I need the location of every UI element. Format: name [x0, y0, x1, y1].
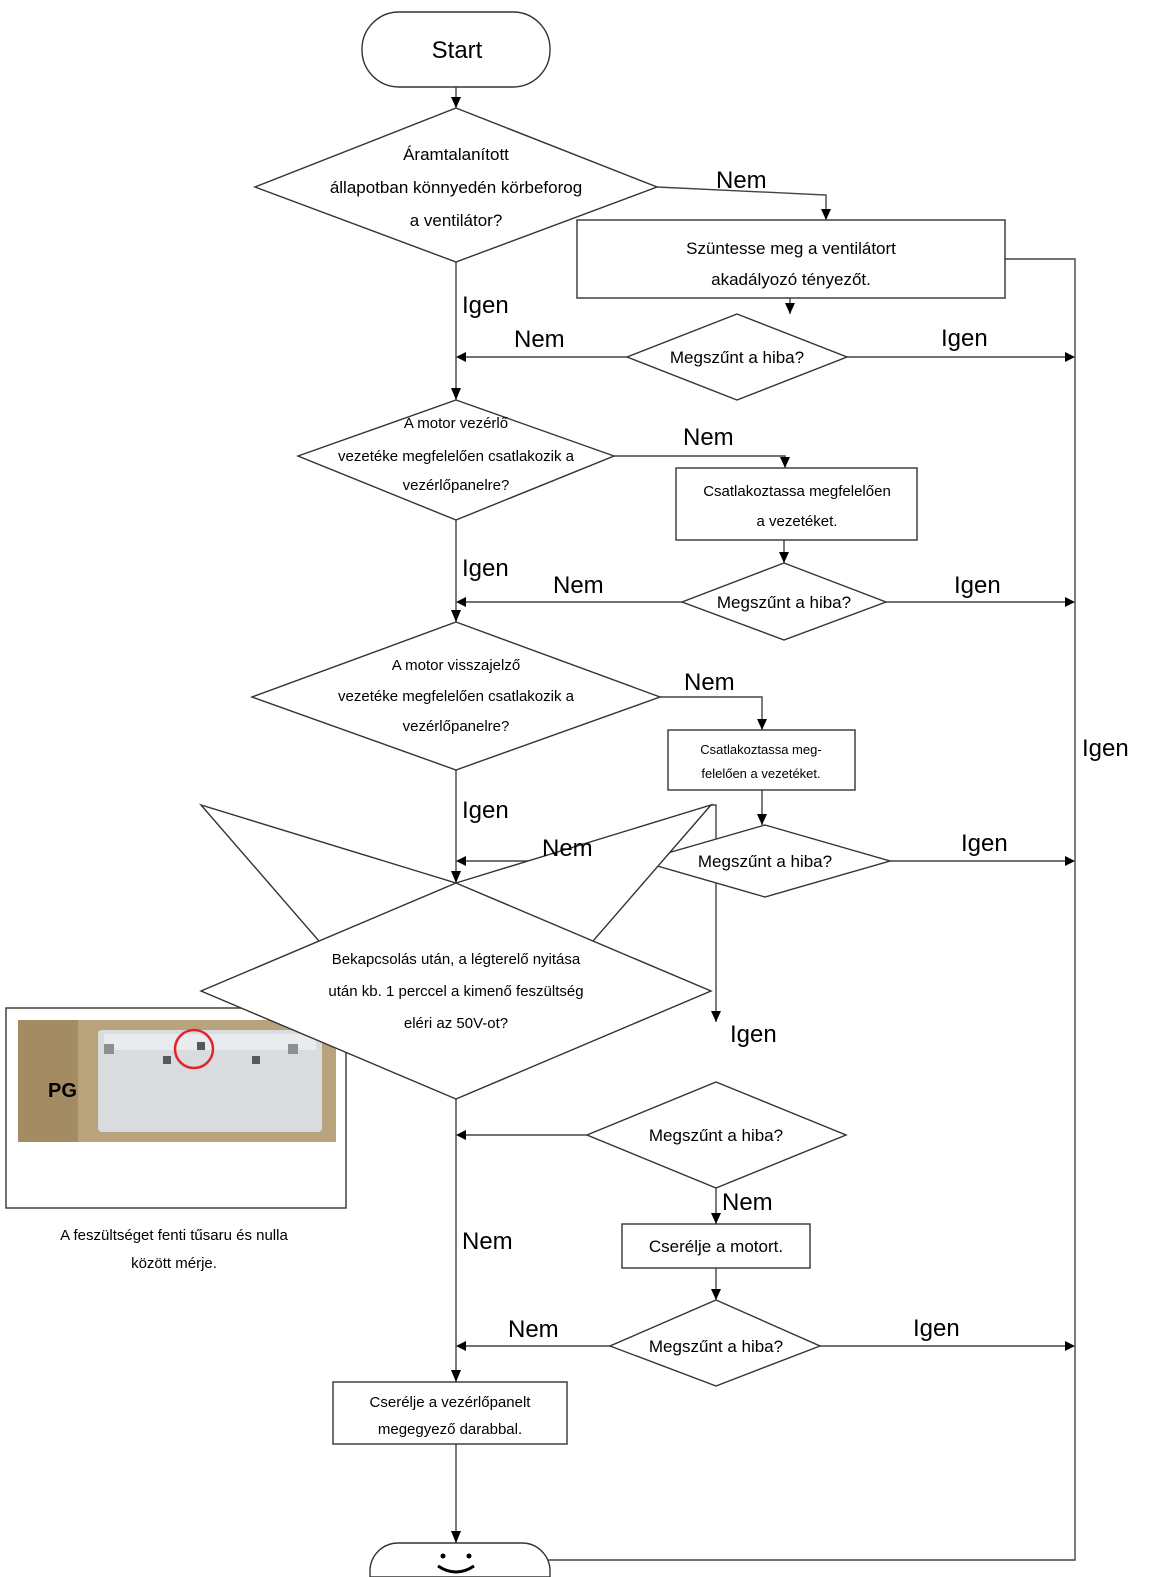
action-connect-wire-1: Csatlakoztassa megfelelően a vezetéket.: [675, 467, 918, 541]
label-nem-q1: Nem: [716, 167, 767, 194]
q1-line-1: Áramtalanított: [403, 145, 509, 164]
label-nem-q4: Nem: [462, 1228, 513, 1255]
d4-text: Megszűnt a hiba?: [649, 1126, 783, 1145]
a2-line-2: a vezetéket.: [757, 513, 838, 530]
label-nem-d4: Nem: [722, 1189, 773, 1216]
decision-q4-shape: [199, 882, 713, 1100]
label-igen-d5: Igen: [913, 1315, 960, 1342]
connector-photo-pin-1: [104, 1044, 114, 1054]
action-remove-obstruction: Szüntesse meg a ventilátort akadályozó t…: [576, 219, 1006, 299]
label-igen-right-bus: Igen: [1082, 735, 1129, 762]
decision-feedback-wire-connected: A motor visszajelző vezetéke megfelelően…: [249, 621, 663, 771]
label-igen-d3: Igen: [961, 830, 1008, 857]
q4-line-2: után kb. 1 perccel a kimenő feszültség: [328, 983, 583, 1000]
a5-line-2: megegyező darabbal.: [378, 1421, 522, 1438]
label-nem-d3: Nem: [542, 835, 593, 862]
photo-pg-label: PG: [48, 1080, 77, 1102]
a1-line-1: Szüntesse meg a ventilátort: [686, 239, 896, 258]
decision-fan-spins-freely: Áramtalanított állapotban könnyedén körb…: [253, 107, 659, 263]
d1-text: Megszűnt a hiba?: [670, 348, 804, 367]
connector-photo-housing-top: [104, 1034, 316, 1050]
photo-caption: A feszültséget fenti tűsaru és nulla köz…: [60, 1227, 288, 1272]
end-terminal: [369, 1542, 551, 1577]
branch-labels: Nem Igen Nem Igen Nem Igen Nem Igen Nem …: [462, 167, 1129, 1343]
start-terminal: Start: [361, 11, 551, 88]
connector-photo: PG: [5, 1007, 347, 1209]
action-replace-motor: Cserélje a motort.: [621, 1223, 811, 1269]
d2-text: Megszűnt a hiba?: [717, 593, 851, 612]
label-igen-q3: Igen: [462, 797, 509, 824]
label-igen-q1: Igen: [462, 292, 509, 319]
a3-line-1: Csatlakoztassa meg-: [700, 742, 821, 757]
label-nem-q3: Nem: [684, 669, 735, 696]
q4-line-3: eléri az 50V-ot?: [404, 1015, 508, 1032]
label-nem-d2: Nem: [553, 572, 604, 599]
label-nem-q2: Nem: [683, 424, 734, 451]
end-smiley-eye-right: [466, 1553, 472, 1559]
q4-text: Bekapcsolás után, a légterelő nyitása ut…: [328, 951, 583, 1032]
decision-error-resolved-3: Megszűnt a hiba?: [637, 824, 893, 898]
highlight-circle: [173, 1028, 215, 1070]
a1-line-2: akadályozó tényezőt.: [711, 270, 871, 289]
q1-line-2: állapotban könnyedén körbeforog: [330, 178, 582, 197]
photo-caption-line-2: között mérje.: [131, 1255, 217, 1272]
q1-line-3: a ventilátor?: [410, 211, 503, 230]
action-connect-wire-2: Csatlakoztassa meg- felelően a vezetéket…: [667, 729, 856, 791]
start-label: Start: [432, 37, 483, 64]
label-igen-q4: Igen: [730, 1021, 777, 1048]
connector-photo-dark-left: [18, 1020, 78, 1142]
action-replace-control-panel: Cserélje a vezérlőpanelt megegyező darab…: [332, 1381, 568, 1445]
a5-line-1: Cserélje a vezérlőpanelt: [370, 1394, 532, 1411]
connector-photo-pin-4: [252, 1056, 260, 1064]
q3-line-2: vezetéke megfelelően csatlakozik a: [338, 688, 575, 705]
q3-line-3: vezérlőpanelre?: [403, 718, 510, 735]
decision-error-resolved-1: Megszűnt a hiba?: [625, 313, 849, 401]
connector-photo-pin-2: [163, 1056, 171, 1064]
decision-error-resolved-2: Megszűnt a hiba?: [680, 562, 888, 641]
connector-photo-pin-5: [288, 1044, 298, 1054]
a4-text: Cserélje a motort.: [649, 1237, 783, 1256]
a3-line-2: felelően a vezetéket.: [701, 766, 820, 781]
decision-error-resolved-4: Megszűnt a hiba?: [585, 1081, 848, 1189]
d3-text: Megszűnt a hiba?: [698, 852, 832, 871]
label-igen-q2: Igen: [462, 555, 509, 582]
q2-line-3: vezérlőpanelre?: [403, 477, 510, 494]
end-smiley-eye-left: [440, 1553, 446, 1559]
q4-line-1: Bekapcsolás után, a légterelő nyitása: [332, 951, 581, 968]
label-nem-d5: Nem: [508, 1316, 559, 1343]
a2-line-1: Csatlakoztassa megfelelően: [703, 483, 891, 500]
connector-photo-pin-3: [197, 1042, 205, 1050]
label-nem-d1: Nem: [514, 326, 565, 353]
label-igen-d2: Igen: [954, 572, 1001, 599]
decision-control-wire-connected: A motor vezérlő vezetéke megfelelően csa…: [296, 399, 616, 521]
end-smiley-mouth: [437, 1564, 475, 1574]
decision-error-resolved-5: Megszűnt a hiba?: [608, 1299, 822, 1387]
q2-line-2: vezetéke megfelelően csatlakozik a: [338, 448, 575, 465]
connector-photo-housing: [98, 1030, 322, 1132]
q2-line-1: A motor vezérlő: [404, 415, 508, 432]
photo-caption-line-1: A feszültséget fenti tűsaru és nulla: [60, 1227, 288, 1244]
label-igen-d1: Igen: [941, 325, 988, 352]
q3-line-1: A motor visszajelző: [392, 657, 520, 674]
d5-text: Megszűnt a hiba?: [649, 1337, 783, 1356]
